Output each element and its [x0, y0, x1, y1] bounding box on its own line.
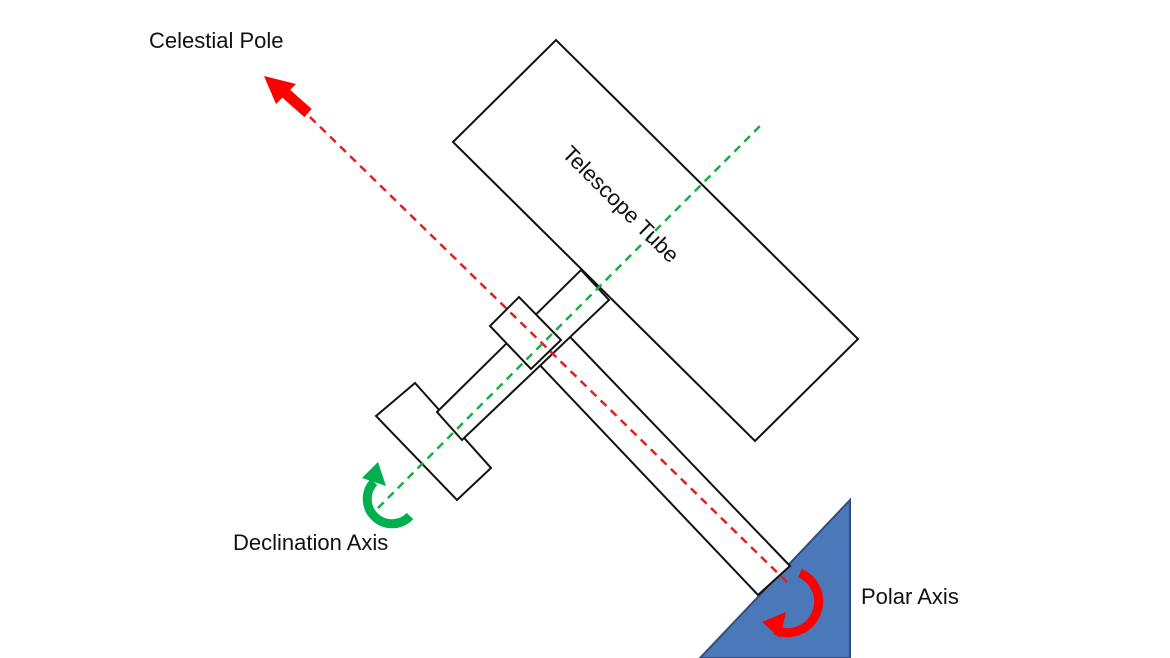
declination-rotation-arrow-icon — [362, 462, 414, 529]
telescope-tube — [451, 38, 860, 443]
polar-rotation-arrow-icon — [762, 568, 824, 638]
celestial-pole-arrow-icon — [264, 76, 312, 118]
counterweight — [374, 381, 493, 502]
celestial-pole-label: Celestial Pole — [149, 28, 284, 53]
declination-axis-label: Declination Axis — [233, 530, 388, 555]
polar-axis-label: Polar Axis — [861, 584, 959, 609]
axis-clamp — [488, 295, 563, 371]
declination-axis-line — [377, 123, 763, 509]
